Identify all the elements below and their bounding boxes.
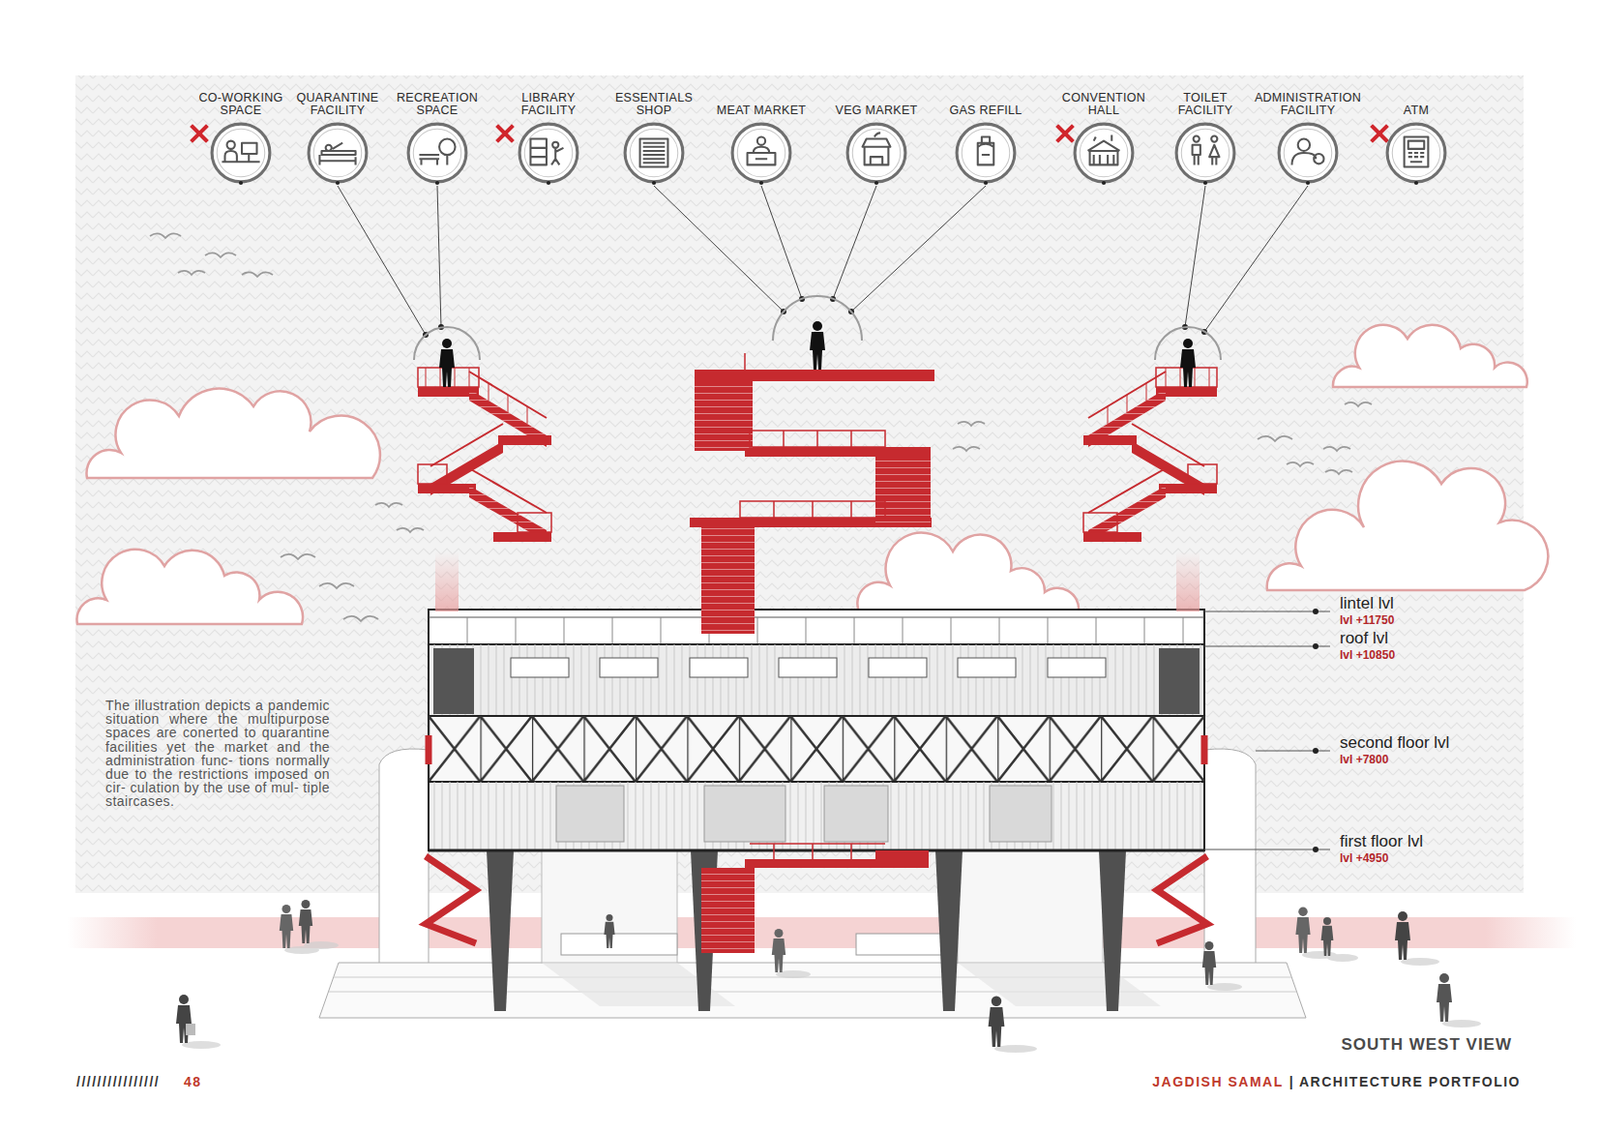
facility-label: VEG MARKET — [826, 104, 927, 118]
icon-node: LIBRARY FACILITY — [498, 91, 599, 185]
facility-label: CO-WORKING SPACE — [190, 91, 292, 118]
icon-glyph — [1088, 134, 1121, 165]
level-value: lvl +10850 — [1339, 648, 1395, 662]
level-name: first floor lvl — [1339, 831, 1423, 852]
icon-glyph — [862, 132, 891, 165]
circle-outline — [519, 123, 578, 182]
level-value: lvl +7800 — [1339, 752, 1389, 767]
icon-glyph — [1404, 137, 1429, 168]
icon-node: GAS REFILL — [935, 104, 1037, 185]
circle-outline — [732, 123, 791, 182]
icon-node: CONVENTION HALL — [1053, 91, 1155, 185]
leader-dot — [1305, 180, 1310, 185]
circle-outline — [308, 123, 367, 182]
circle-outline — [1387, 123, 1446, 182]
icon-glyph — [221, 141, 260, 163]
icon-circle — [516, 120, 581, 185]
icon-circle — [305, 120, 370, 185]
leader-dot — [335, 180, 340, 185]
icon-node: VEG MARKET — [826, 104, 927, 185]
leader-dot — [546, 180, 551, 185]
leader-dot — [651, 180, 656, 185]
icon-node: ATM — [1365, 104, 1467, 185]
icon-glyph — [977, 137, 995, 166]
circle-inner — [1392, 128, 1441, 178]
facility-label: ADMINISTRATION FACILITY — [1252, 91, 1363, 118]
icon-glyph — [747, 137, 776, 166]
facility-label: MEAT MARKET — [711, 104, 812, 118]
icon-glyph — [1292, 139, 1325, 166]
level-value: lvl +4950 — [1339, 851, 1389, 865]
icon-circle — [844, 120, 909, 185]
circle-outline — [847, 123, 906, 182]
level-name: roof lvl — [1339, 628, 1389, 649]
icon-circle — [1384, 120, 1449, 185]
circle-inner — [629, 128, 679, 178]
icon-circle — [622, 120, 686, 185]
leader-dot — [1414, 180, 1419, 185]
note-text: The illustration depicts a pandemic situ… — [105, 698, 330, 809]
circle-outline — [1074, 123, 1133, 182]
facility-label: CONVENTION HALL — [1053, 91, 1155, 118]
icon-node: ADMINISTRATION FACILITY — [1252, 91, 1363, 185]
circle-inner — [852, 128, 901, 178]
leader-dot — [874, 180, 879, 185]
icon-node: RECREATION SPACE — [386, 91, 488, 185]
icon-node: CO-WORKING SPACE — [190, 91, 292, 185]
icon-circle — [1173, 120, 1238, 185]
facility-label: QUARANTINE FACILITY — [287, 91, 388, 118]
circle-inner — [216, 128, 266, 178]
leader-dot — [983, 180, 988, 185]
circle-outline — [1176, 123, 1235, 182]
level-value: lvl +11750 — [1339, 613, 1394, 627]
leader-dot — [759, 180, 764, 185]
icon-circle — [208, 120, 273, 185]
facility-label: ESSENTIALS SHOP — [603, 91, 705, 118]
circle-outline — [408, 123, 467, 182]
circle-inner — [413, 128, 462, 178]
circle-outline — [956, 123, 1015, 182]
icon-node: TOILET FACILITY — [1155, 91, 1256, 185]
icon-node: MEAT MARKET — [711, 104, 812, 185]
facility-label: RECREATION SPACE — [386, 91, 488, 118]
icon-node: ESSENTIALS SHOP — [603, 91, 705, 185]
footer-mark: //////////////// — [76, 1073, 160, 1090]
circle-inner — [961, 128, 1010, 178]
icon-circle — [405, 120, 470, 185]
leader-dot — [435, 180, 440, 185]
circle-inner — [737, 128, 786, 178]
icon-glyph — [319, 143, 356, 166]
icon-circle — [1071, 120, 1136, 185]
facility-label: ATM — [1365, 104, 1467, 118]
portfolio-title: | ARCHITECTURE PORTFOLIO — [1289, 1073, 1521, 1090]
circle-inner — [1079, 128, 1128, 178]
level-name: lintel lvl — [1339, 593, 1394, 614]
icon-node: QUARANTINE FACILITY — [287, 91, 388, 185]
view-title: SOUTH WEST VIEW — [1341, 1035, 1513, 1055]
circle-inner — [524, 128, 573, 178]
icon-glyph — [1192, 135, 1220, 165]
leader-dot — [1101, 180, 1106, 185]
icon-circle — [1275, 120, 1340, 185]
leader-dot — [1203, 180, 1208, 185]
icon-glyph — [640, 139, 669, 168]
leader-dot — [238, 180, 243, 185]
circle-outline — [211, 123, 270, 182]
circle-outline — [624, 123, 683, 182]
facility-label: GAS REFILL — [935, 104, 1037, 118]
page-number: 48 — [183, 1073, 203, 1090]
circle-outline — [1278, 123, 1337, 182]
facility-label: LIBRARY FACILITY — [498, 91, 599, 118]
icon-circle — [729, 120, 794, 185]
circle-inner — [1181, 128, 1230, 178]
level-name: second floor lvl — [1339, 733, 1450, 753]
circle-inner — [313, 128, 362, 178]
icon-circle — [953, 120, 1018, 185]
facility-label: TOILET FACILITY — [1155, 91, 1256, 118]
icon-glyph — [418, 139, 455, 166]
icon-glyph — [530, 139, 563, 166]
author-name: JAGDISH SAMAL — [1152, 1073, 1283, 1090]
circle-inner — [1283, 128, 1333, 178]
